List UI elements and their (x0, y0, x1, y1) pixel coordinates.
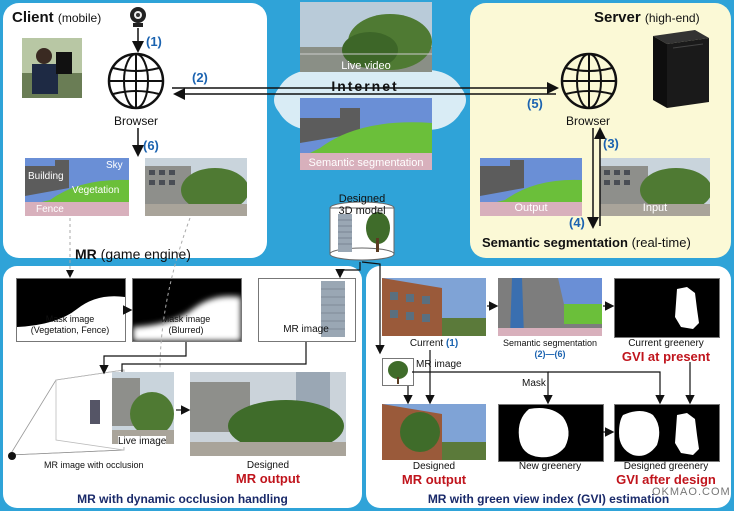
model-label-line2: 3D model (338, 205, 386, 217)
watermark: OKMAO.COM (652, 486, 731, 498)
new-greenery-image (498, 404, 604, 462)
seg-vegetation-label: Vegetation (72, 185, 120, 196)
server-caption-rest: (real-time) (631, 235, 691, 250)
internet-segmentation-label: Semantic segmentation (308, 157, 424, 169)
mr-title-bold: MR (75, 246, 97, 262)
gvi-current-label: Current (1) (382, 338, 486, 349)
client-title-text: Client (12, 9, 54, 26)
gvi-mr-image-label: MR image (416, 359, 462, 370)
step-4-label: (4) (569, 215, 585, 230)
step-2-label: (2) (192, 70, 208, 85)
internet-segmentation-image (300, 98, 432, 170)
mr-occlusion-footer: MR with dynamic occlusion handling (77, 492, 288, 506)
step-1-label: (1) (146, 34, 162, 49)
server-subtitle: (high-end) (644, 11, 700, 25)
gvi-after-label: GVI after design (616, 472, 716, 487)
client-title: Client (mobile) (12, 9, 101, 26)
server-browser-label: Browser (565, 114, 610, 128)
step-3-label: (3) (603, 136, 619, 151)
client-browser-label: Browser (113, 114, 158, 128)
server-output-image (480, 158, 582, 216)
server-input-label: Input (642, 202, 668, 214)
designed-greenery-label: Designed greenery (623, 461, 709, 472)
server-title: Server (high-end) (594, 9, 700, 26)
live-image-label: Live image (118, 436, 167, 447)
mr-title: MR (game engine) (75, 246, 191, 262)
server-caption: Semantic segmentation (real-time) (482, 235, 691, 250)
designed-greenery-image (614, 404, 720, 462)
mr-title-rest: (game engine) (100, 246, 191, 262)
server-input-image (600, 158, 710, 216)
live-video-label: Live video (341, 60, 391, 72)
seg-building-label: Building (28, 171, 64, 182)
client-user-photo (22, 38, 82, 98)
occlusion-label: MR image with occlusion (44, 460, 144, 470)
new-greenery-label: New greenery (518, 461, 582, 472)
gvi-designed-image (382, 404, 486, 460)
internet-label: Internet (320, 78, 410, 94)
client-segmentation-image (25, 158, 129, 216)
mask-image-blurred (132, 278, 242, 342)
mr-output-label-left: MR output (235, 471, 301, 486)
mask-image-1-label: Mask image (Vegetation, Fence) (16, 314, 124, 336)
gvi-footer: MR with green view index (GVI) estimatio… (427, 492, 670, 506)
gvi-current-image (382, 278, 486, 336)
current-greenery-label: Current greenery (628, 338, 704, 349)
designed-label-left: Designed (246, 460, 290, 471)
current-greenery-image (614, 278, 720, 338)
gvi-mask-label: Mask (522, 378, 546, 389)
mask-image-2-label: Mask image (Blurred) (132, 314, 240, 336)
mr-image (258, 278, 356, 342)
server-browser-globe-icon (560, 52, 618, 110)
gvi-mr-image (382, 358, 414, 386)
mr-image-label: MR image (283, 324, 329, 335)
mask-image-1-text: Mask image (Vegetation, Fence) (30, 314, 110, 335)
gvi-semseg-steps: (2)—(6) (534, 349, 566, 359)
gvi-semantic-segmentation-image (498, 278, 602, 336)
server-tower-icon (653, 30, 709, 108)
seg-fence-label: Fence (36, 204, 64, 215)
live-video-image (300, 2, 432, 72)
server-caption-bold: Semantic segmentation (482, 235, 628, 250)
model-label-line1: Designed (338, 193, 386, 205)
designed-3d-model-icon (329, 201, 395, 261)
client-subtitle: (mobile) (57, 11, 102, 25)
step-6-label: (6) (143, 138, 159, 153)
gvi-current-step: (1) (445, 338, 459, 349)
gvi-mr-output-label: MR output (401, 472, 467, 487)
gvi-current-text: Current (409, 338, 444, 349)
step-5-label: (5) (527, 96, 543, 111)
gvi-designed-label: Designed (412, 461, 456, 472)
server-title-text: Server (594, 9, 641, 26)
mask-image-2-text: Mask image (Blurred) (161, 314, 211, 335)
client-live-photo (145, 158, 247, 216)
gvi-semseg-label: Semantic segmentation (502, 338, 598, 348)
client-browser-globe-icon (107, 52, 165, 110)
designed-mr-output-image (190, 372, 346, 456)
gvi-present-label: GVI at present (621, 349, 711, 364)
server-output-label: Output (514, 202, 548, 214)
seg-sky-label: Sky (106, 160, 123, 171)
webcam-icon (130, 7, 146, 27)
